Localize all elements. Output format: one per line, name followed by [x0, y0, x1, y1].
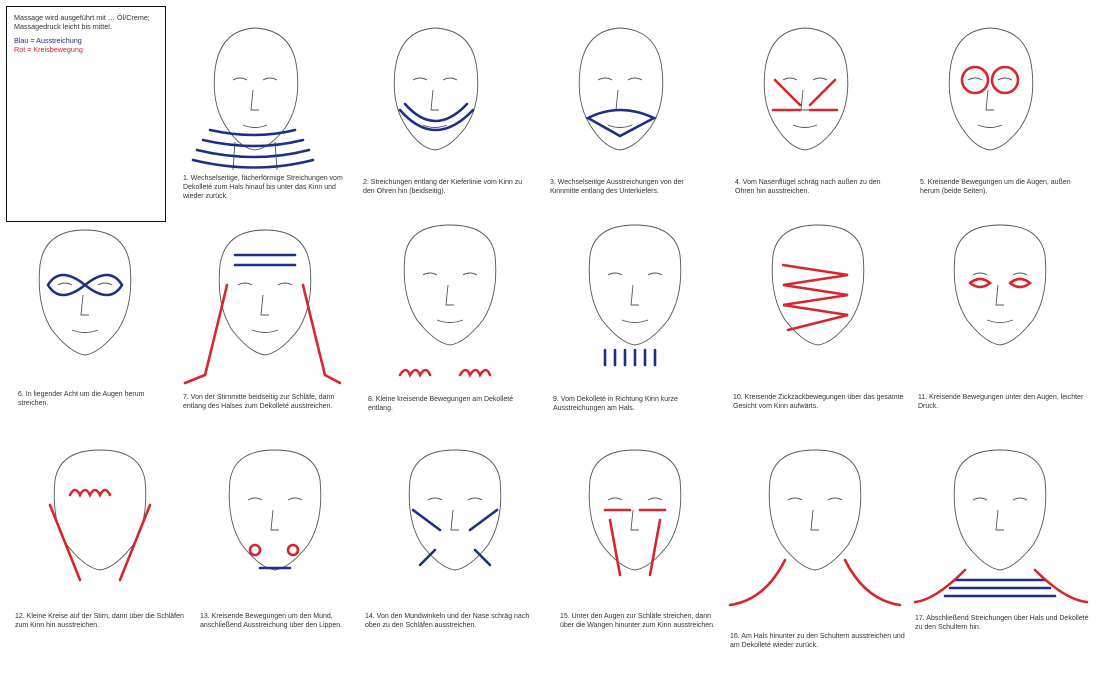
step-3-panel: 3. Wechselseitige Ausstreichungen von de… — [540, 10, 705, 220]
step-16-panel: 16. Am Hals hinunter zu den Schultern au… — [725, 450, 905, 685]
step-3-caption: 3. Wechselseitige Ausstreichungen von de… — [550, 178, 710, 196]
step-15-caption: 15. Unter den Augen zur Schläfe streiche… — [560, 612, 725, 630]
step-5-panel: 5. Kreisende Bewegungen um die Augen, au… — [910, 10, 1075, 220]
step-15-panel: 15. Unter den Augen zur Schläfe streiche… — [545, 450, 725, 685]
step-1-panel: 1. Wechselseitige, fächerförmige Streich… — [175, 10, 340, 220]
step-11-face-diagram — [910, 225, 1090, 450]
step-13-panel: 13. Kreisende Bewegungen um den Mund, an… — [195, 450, 365, 685]
step-7-face-diagram — [175, 225, 355, 450]
step-16-caption: 16. Am Hals hinunter zu den Schultern au… — [730, 632, 905, 650]
step-1-caption: 1. Wechselseitige, fächerförmige Streich… — [183, 174, 343, 201]
legend-blue-label: Blau = Ausstreichung — [14, 36, 158, 45]
step-9-caption: 9. Vom Dekolleté in Richtung Kinn kurze … — [553, 395, 718, 413]
step-2-caption: 2. Streichungen entlang der Kieferlinie … — [363, 178, 523, 196]
step-7-caption: 7. Von der Stirnmitte beidseitig zur Sch… — [183, 393, 353, 411]
step-13-face-diagram — [195, 450, 365, 685]
step-14-face-diagram — [365, 450, 545, 685]
step-15-face-diagram — [545, 450, 725, 685]
step-10-caption: 10. Kreisende Zickzackbewegungen über da… — [733, 393, 908, 411]
step-9-panel: 9. Vom Dekolleté in Richtung Kinn kurze … — [545, 225, 720, 450]
step-9-face-diagram — [545, 225, 720, 450]
step-10-face-diagram — [728, 225, 908, 450]
step-12-caption: 12. Kleine Kreise auf der Stirn, dann üb… — [15, 612, 193, 630]
step-8-panel: 8. Kleine kreisende Bewegungen am Dekoll… — [360, 225, 535, 450]
step-12-face-diagram — [10, 450, 195, 685]
legend-intro: Massage wird ausgeführt mit … Öl/Creme; … — [14, 13, 158, 31]
step-6-caption: 6. In liegender Acht um die Augen herum … — [18, 390, 176, 408]
step-8-caption: 8. Kleine kreisende Bewegungen am Dekoll… — [368, 395, 533, 413]
step-5-caption: 5. Kreisende Bewegungen um die Augen, au… — [920, 178, 1080, 196]
legend-red-label: Rot = Kreisbewegung — [14, 45, 158, 54]
step-17-panel: 17. Abschließend Streichungen über Hals … — [905, 450, 1095, 685]
step-17-caption: 17. Abschließend Streichungen über Hals … — [915, 614, 1095, 632]
step-14-panel: 14. Von den Mundwinkeln und der Nase sch… — [365, 450, 545, 685]
step-7-panel: 7. Von der Stirnmitte beidseitig zur Sch… — [175, 225, 355, 450]
step-4-panel: 4. Vom Nasenflügel schräg nach außen zu … — [725, 10, 890, 220]
step-12-panel: 12. Kleine Kreise auf der Stirn, dann üb… — [10, 450, 195, 685]
step-10-panel: 10. Kreisende Zickzackbewegungen über da… — [728, 225, 908, 450]
step-13-caption: 13. Kreisende Bewegungen um den Mund, an… — [200, 612, 365, 630]
step-11-panel: 11. Kreisende Bewegungen unter den Augen… — [910, 225, 1090, 450]
step-6-face-diagram — [0, 225, 175, 450]
step-2-panel: 2. Streichungen entlang der Kieferlinie … — [355, 10, 520, 220]
step-8-face-diagram — [360, 225, 535, 450]
step-6-panel: 6. In liegender Acht um die Augen herum … — [0, 225, 175, 450]
step-4-caption: 4. Vom Nasenflügel schräg nach außen zu … — [735, 178, 895, 196]
step-14-caption: 14. Von den Mundwinkeln und der Nase sch… — [365, 612, 543, 630]
step-11-caption: 11. Kreisende Bewegungen unter den Augen… — [918, 393, 1088, 411]
step-17-face-diagram — [905, 450, 1095, 685]
instructions-legend: Massage wird ausgeführt mit … Öl/Creme; … — [6, 6, 166, 222]
